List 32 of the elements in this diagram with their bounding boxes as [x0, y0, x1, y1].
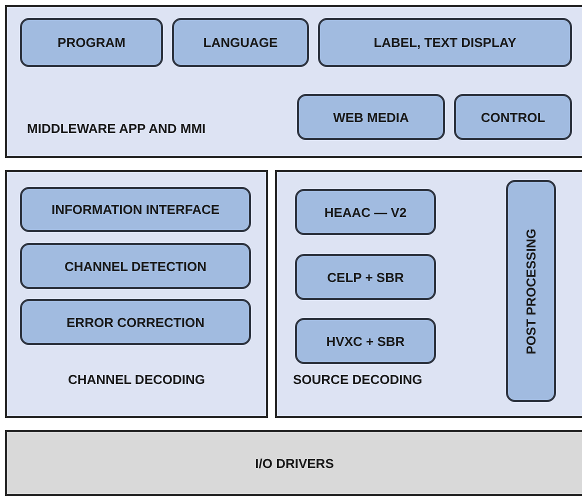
module-box — [295, 318, 436, 364]
module-box — [20, 299, 251, 345]
module-box — [20, 18, 163, 67]
layer-panel — [275, 170, 582, 418]
module-box — [318, 18, 572, 67]
layer-title: CHANNEL DECODING — [68, 372, 205, 387]
module-label: HEAAC — V2 — [324, 204, 407, 220]
module-label: CHANNEL DETECTION — [64, 258, 207, 274]
module-label: POST PROCESSING — [524, 228, 538, 354]
layer-title: I/O DRIVERS — [255, 456, 334, 470]
module-box — [506, 180, 556, 402]
module-label: HVXC + SBR — [326, 334, 405, 348]
module-label: CONTROL — [480, 110, 546, 124]
layer-title: SOURCE DECODING — [293, 372, 422, 387]
layer-panel — [5, 5, 582, 158]
module-label: PROGRAM — [58, 35, 126, 50]
layer-panel — [5, 170, 268, 418]
module-box — [20, 187, 251, 232]
module-box — [295, 189, 436, 235]
module-box — [295, 254, 436, 300]
module-label: INFORMATION INTERFACE — [51, 202, 220, 217]
module-label: LABEL, TEXT DISPLAY — [374, 35, 516, 50]
module-box — [20, 243, 251, 289]
module-label: WEB MEDIA — [333, 110, 409, 124]
module-label: ERROR CORRECTION — [66, 314, 204, 330]
layer-panel — [5, 430, 582, 496]
layer-title: MIDDLEWARE APP AND MMI — [27, 121, 206, 136]
module-label: CELP + SBR — [327, 270, 404, 284]
module-label: LANGUAGE — [203, 35, 278, 50]
module-box — [297, 94, 445, 140]
module-box — [172, 18, 309, 67]
module-box — [454, 94, 572, 140]
